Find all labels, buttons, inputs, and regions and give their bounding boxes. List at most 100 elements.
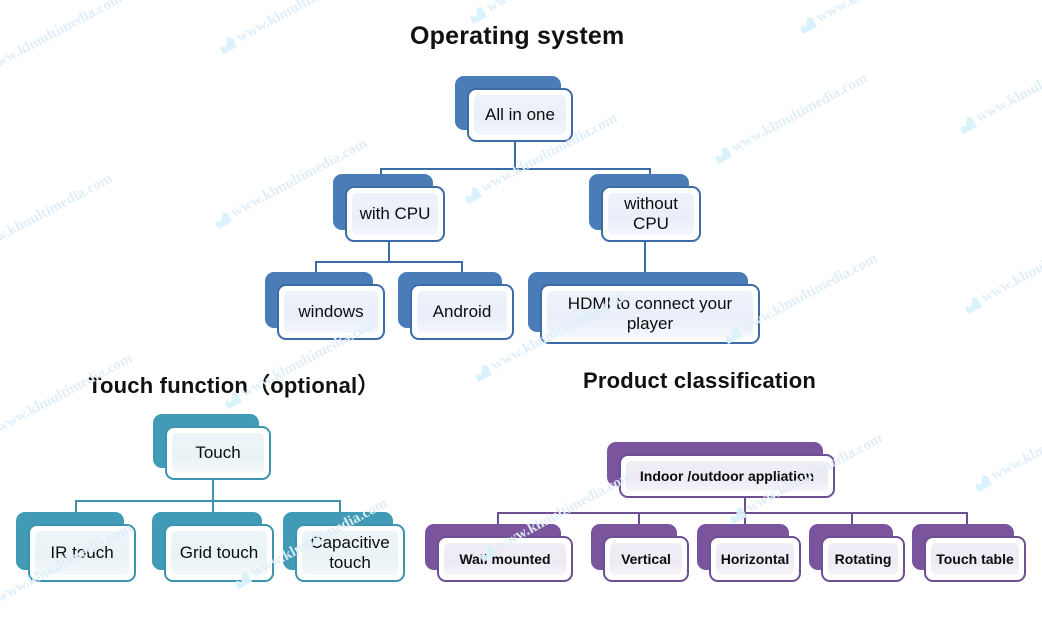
watermark-logo-icon xyxy=(797,15,817,34)
node-face: Grid touch xyxy=(164,524,274,582)
node-face: Touch table xyxy=(924,536,1026,582)
node-label: Indoor /outdoor appliation xyxy=(639,467,815,484)
node-face: windows xyxy=(277,284,385,340)
node-rotating[interactable]: Rotating xyxy=(809,524,905,582)
node-ir-touch[interactable]: IR touch xyxy=(16,512,136,582)
connector-touch-bus xyxy=(75,500,340,502)
node-windows[interactable]: windows xyxy=(265,272,385,340)
watermark: www.klmultimedia.com xyxy=(956,40,1042,136)
node-face-fill xyxy=(608,193,694,235)
node-face-fill xyxy=(171,531,267,575)
watermark-logo-icon xyxy=(462,185,482,204)
watermark-logo-icon xyxy=(957,115,977,134)
watermark-text: www.klmultimedia.com xyxy=(988,398,1042,484)
node-label: HDMI to connect your player xyxy=(567,293,733,333)
connector-indoor-stem xyxy=(744,498,746,513)
connector-root-stem xyxy=(514,142,516,169)
node-face-fill xyxy=(610,543,682,575)
node-face-fill xyxy=(474,95,566,135)
watermark-logo-icon xyxy=(962,295,982,314)
node-face-fill xyxy=(172,433,264,473)
node-label: All in one xyxy=(485,104,555,124)
watermark: www.klmultimedia.com xyxy=(796,0,956,36)
watermark-text: www.klmultimedia.com xyxy=(814,0,955,26)
section-title-operating-system: Operating system xyxy=(410,22,625,50)
node-face: Vertical xyxy=(603,536,689,582)
connector-to-touch-table xyxy=(966,512,968,526)
node-face-fill xyxy=(931,543,1019,575)
node-face-fill xyxy=(828,543,898,575)
connector-to-grid-touch xyxy=(212,500,214,514)
node-label: Android xyxy=(432,301,492,321)
node-grid-touch[interactable]: Grid touch xyxy=(152,512,274,582)
watermark-logo-icon xyxy=(972,473,992,492)
node-all-in-one[interactable]: All in one xyxy=(455,76,573,142)
node-label: Horizontal xyxy=(720,550,790,567)
node-face: without CPU xyxy=(601,186,701,242)
connector-level2-bus xyxy=(380,168,650,170)
node-label: Rotating xyxy=(834,550,892,567)
watermark-text: www.klmultimedia.com xyxy=(973,40,1042,126)
connector-product-bus xyxy=(497,512,967,514)
node-wall-mounted[interactable]: Wall mounted xyxy=(425,524,573,582)
node-label: windows xyxy=(298,301,364,321)
node-android[interactable]: Android xyxy=(398,272,514,340)
node-without-cpu[interactable]: without CPU xyxy=(589,174,701,242)
node-vertical[interactable]: Vertical xyxy=(591,524,689,582)
watermark-logo-icon xyxy=(472,363,492,382)
connector-touch-stem xyxy=(212,480,214,501)
node-touch-table[interactable]: Touch table xyxy=(912,524,1026,582)
node-hdmi-to-connect-your-player[interactable]: HDMI to connect your player xyxy=(528,272,760,344)
node-indoor-outdoor-appliation[interactable]: Indoor /outdoor appliation xyxy=(607,442,835,498)
node-face-fill xyxy=(716,543,794,575)
watermark-logo-icon xyxy=(212,210,232,229)
node-label: Touch table xyxy=(936,550,1014,567)
watermark: www.klmultimedia.com xyxy=(0,0,126,86)
watermark: www.klmultimedia.com xyxy=(711,70,871,166)
watermark: www.klmultimedia.com xyxy=(961,220,1042,316)
node-face-fill xyxy=(35,531,129,575)
watermark-text: www.klmultimedia.com xyxy=(484,0,625,16)
connector-to-ir-touch xyxy=(75,500,77,514)
watermark-text: www.klmultimedia.com xyxy=(233,0,376,46)
watermark-logo-icon xyxy=(217,35,237,54)
connector-to-capacitive-touch xyxy=(339,500,341,514)
node-face: Wall mounted xyxy=(437,536,573,582)
node-touch[interactable]: Touch xyxy=(153,414,271,480)
node-face: with CPU xyxy=(345,186,445,242)
watermark: www.klmultimedia.com xyxy=(0,170,116,266)
node-label: Grid touch xyxy=(179,542,259,562)
watermark: www.klmultimedia.com xyxy=(971,398,1042,494)
node-label: with CPU xyxy=(359,203,431,223)
node-face: IR touch xyxy=(28,524,136,582)
node-face-fill xyxy=(417,291,507,333)
node-with-cpu[interactable]: with CPU xyxy=(333,174,445,242)
node-horizontal[interactable]: Horizontal xyxy=(697,524,801,582)
node-face: Android xyxy=(410,284,514,340)
section-title-product-classification: Product classification xyxy=(583,368,817,393)
watermark-logo-icon xyxy=(712,145,732,164)
connector-to-windows xyxy=(315,261,317,276)
node-face-fill xyxy=(626,461,828,491)
node-face: HDMI to connect your player xyxy=(540,284,760,344)
node-label: Touch xyxy=(195,442,241,462)
node-face: Horizontal xyxy=(709,536,801,582)
section-title-touch-function: Touch function（optional） xyxy=(88,373,380,398)
node-face-fill xyxy=(302,531,398,575)
connector-to-wall-mounted xyxy=(497,512,499,526)
node-face: All in one xyxy=(467,88,573,142)
node-label: IR touch xyxy=(50,542,114,562)
connector-to-hdmi xyxy=(644,242,646,276)
watermark: www.klmultimedia.com xyxy=(216,0,376,56)
connector-level3-bus-left xyxy=(315,261,462,263)
node-face-fill xyxy=(284,291,378,333)
node-label: Wall mounted xyxy=(459,550,551,567)
connector-to-vertical xyxy=(638,512,640,526)
connector-to-rotating xyxy=(851,512,853,526)
connector-with-cpu-stem xyxy=(388,242,390,262)
watermark-text: www.klmultimedia.com xyxy=(0,170,116,256)
node-face: Capacitive touch xyxy=(295,524,405,582)
node-capacitive-touch[interactable]: Capacitive touch xyxy=(283,512,405,582)
watermark-text: www.klmultimedia.com xyxy=(728,70,871,156)
